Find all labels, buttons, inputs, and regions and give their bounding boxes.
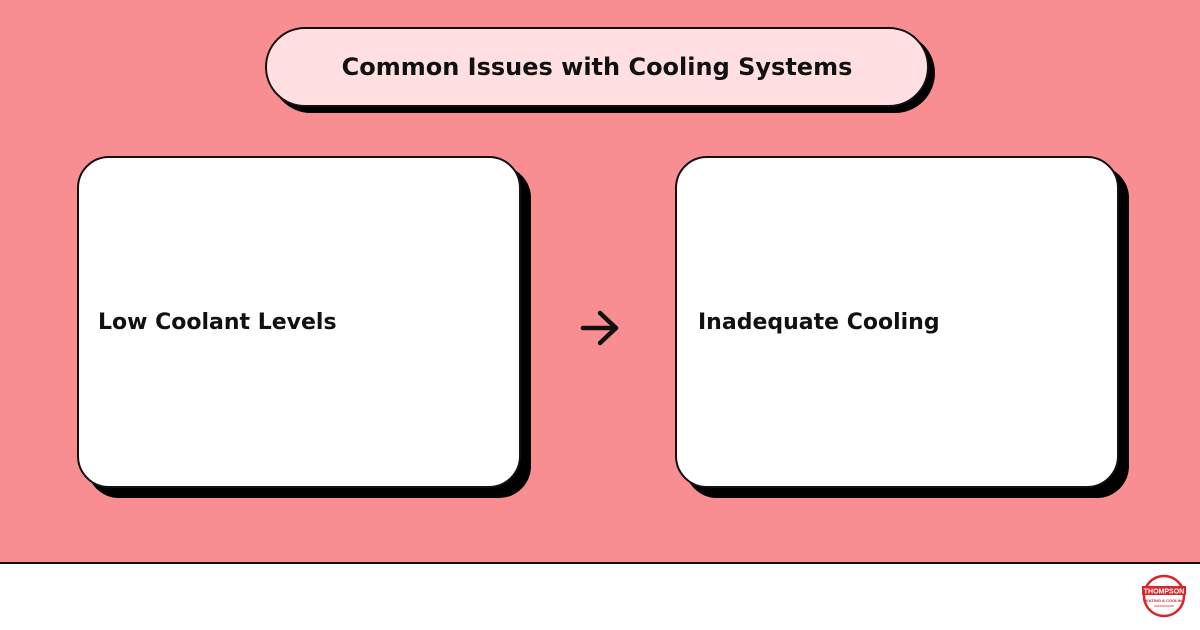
issue-card-label: Inadequate Cooling	[698, 309, 940, 335]
issue-card-label: Low Coolant Levels	[98, 309, 337, 335]
company-logo-icon: THOMPSON HEATING & COOLING	[1142, 574, 1186, 618]
arrow-right-icon	[580, 310, 619, 346]
diagram-canvas: Common Issues with Cooling Systems Low C…	[0, 0, 1200, 564]
diagram-title-text: Common Issues with Cooling Systems	[341, 53, 853, 81]
logo-text-line2: HEATING & COOLING	[1143, 598, 1184, 603]
issue-card-low-coolant: Low Coolant Levels	[77, 156, 521, 488]
issue-card-inadequate-cooling: Inadequate Cooling	[675, 156, 1119, 488]
logo-text-line1: THOMPSON	[1144, 589, 1184, 596]
diagram-title: Common Issues with Cooling Systems	[265, 27, 929, 107]
